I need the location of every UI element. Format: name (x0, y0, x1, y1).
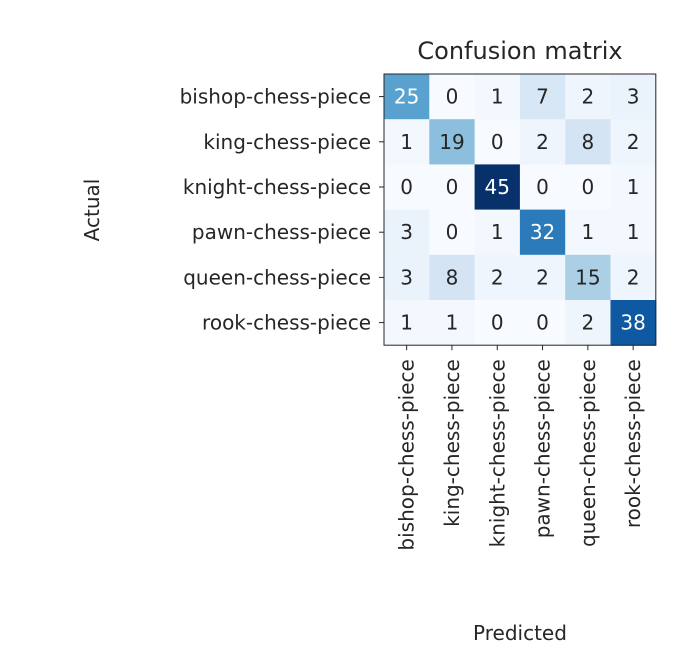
heatmap-cells (384, 74, 657, 346)
cell-value-label: 0 (581, 175, 594, 199)
chart-title: Confusion matrix (417, 37, 622, 65)
heatmap-cell (429, 74, 476, 120)
heatmap-cell (565, 209, 611, 256)
heatmap-cell (429, 300, 476, 346)
cell-value-label: 0 (446, 85, 459, 109)
heatmap-cell (519, 119, 566, 165)
heatmap-cell (474, 164, 521, 211)
y-tick-label: king-chess-piece (203, 130, 371, 154)
heatmap-cell (474, 74, 521, 120)
cell-value-label: 19 (439, 130, 464, 154)
x-tick-label: knight-chess-piece (485, 359, 509, 547)
cell-value-label: 2 (491, 265, 504, 289)
cell-value-label: 2 (536, 130, 549, 154)
cell-value-label: 45 (485, 175, 510, 199)
cell-value-label: 3 (400, 220, 413, 244)
y-tick-label: pawn-chess-piece (192, 220, 371, 244)
plot-frame (383, 73, 657, 346)
heatmap-cell (384, 74, 430, 120)
cell-value-label: 25 (394, 85, 419, 109)
heatmap-cell (474, 209, 521, 256)
heatmap-cell (384, 254, 430, 301)
cell-value-label: 2 (581, 85, 594, 109)
heatmap-cell (519, 300, 566, 346)
cell-value-label: 2 (536, 265, 549, 289)
cell-value-label: 0 (536, 175, 549, 199)
heatmap-cell (384, 164, 430, 211)
heatmap-cell (610, 254, 657, 301)
cell-value-label: 1 (627, 220, 640, 244)
cell-value-label: 0 (400, 175, 413, 199)
heatmap-cell (610, 164, 657, 211)
heatmap-cell (519, 254, 566, 301)
heatmap-cell (384, 300, 430, 346)
x-tick-label: king-chess-piece (440, 359, 464, 527)
cell-value-label: 1 (491, 85, 504, 109)
heatmap-cell (429, 119, 476, 165)
heatmap-cell (429, 254, 476, 301)
y-tick-label: rook-chess-piece (202, 311, 371, 335)
heatmap-cell (474, 300, 521, 346)
cell-value-label: 0 (446, 175, 459, 199)
heatmap-cell (565, 164, 611, 211)
heatmap-cell (429, 164, 476, 211)
x-axis-ticks: bishop-chess-piece king-chess-piece knight… (395, 345, 645, 551)
heatmap-cell (610, 74, 657, 120)
heatmap-cell (384, 119, 430, 165)
cell-value-label: 38 (620, 311, 645, 335)
y-tick-label: bishop-chess-piece (180, 85, 371, 109)
heatmap-cell (384, 209, 430, 256)
cell-value-label: 15 (575, 265, 600, 289)
heatmap-cell (519, 74, 566, 120)
heatmap-cell (610, 119, 657, 165)
heatmap-cell (565, 119, 611, 165)
cell-value-label: 0 (491, 130, 504, 154)
cell-value-label: 1 (627, 175, 640, 199)
x-tick-label: bishop-chess-piece (395, 359, 419, 550)
heatmap-cell (610, 209, 657, 256)
cell-value-label: 1 (400, 130, 413, 154)
cell-value-label: 1 (446, 311, 459, 335)
heatmap-cell (565, 300, 611, 346)
cell-value-label: 8 (581, 130, 594, 154)
cell-value-label: 2 (627, 130, 640, 154)
cell-value-label: 8 (446, 265, 459, 289)
heatmap-cell (610, 300, 657, 346)
cell-value-label: 1 (491, 220, 504, 244)
cell-value-label: 1 (581, 220, 594, 244)
x-axis-label: Predicted (473, 621, 567, 645)
y-tick-label: queen-chess-piece (183, 265, 371, 289)
x-tick-label: rook-chess-piece (621, 359, 645, 528)
cell-value-label: 3 (627, 85, 640, 109)
cell-value-label: 2 (581, 311, 594, 335)
heatmap-cell (474, 254, 521, 301)
heatmap-cell (519, 164, 566, 211)
cell-value-label: 0 (536, 311, 549, 335)
cell-value-label: 2 (627, 265, 640, 289)
cell-value-label: 0 (446, 220, 459, 244)
cell-value-label: 3 (400, 265, 413, 289)
heatmap-cell (474, 119, 521, 165)
x-tick-label: queen-chess-piece (576, 359, 600, 547)
heatmap-cell (565, 254, 611, 301)
heatmap-cell (519, 209, 566, 256)
y-axis-ticks: bishop-chess-piece king-chess-piece knight… (180, 85, 384, 335)
y-tick-label: knight-chess-piece (183, 175, 371, 199)
heatmap-cell (565, 74, 611, 120)
x-tick-label: pawn-chess-piece (531, 359, 555, 538)
cell-value-label: 32 (530, 220, 555, 244)
cell-value-label: 1 (400, 311, 413, 335)
heatmap-cell (429, 209, 476, 256)
y-axis-label: Actual (80, 179, 104, 242)
cell-value-label: 7 (536, 85, 549, 109)
cell-value-label: 0 (491, 311, 504, 335)
